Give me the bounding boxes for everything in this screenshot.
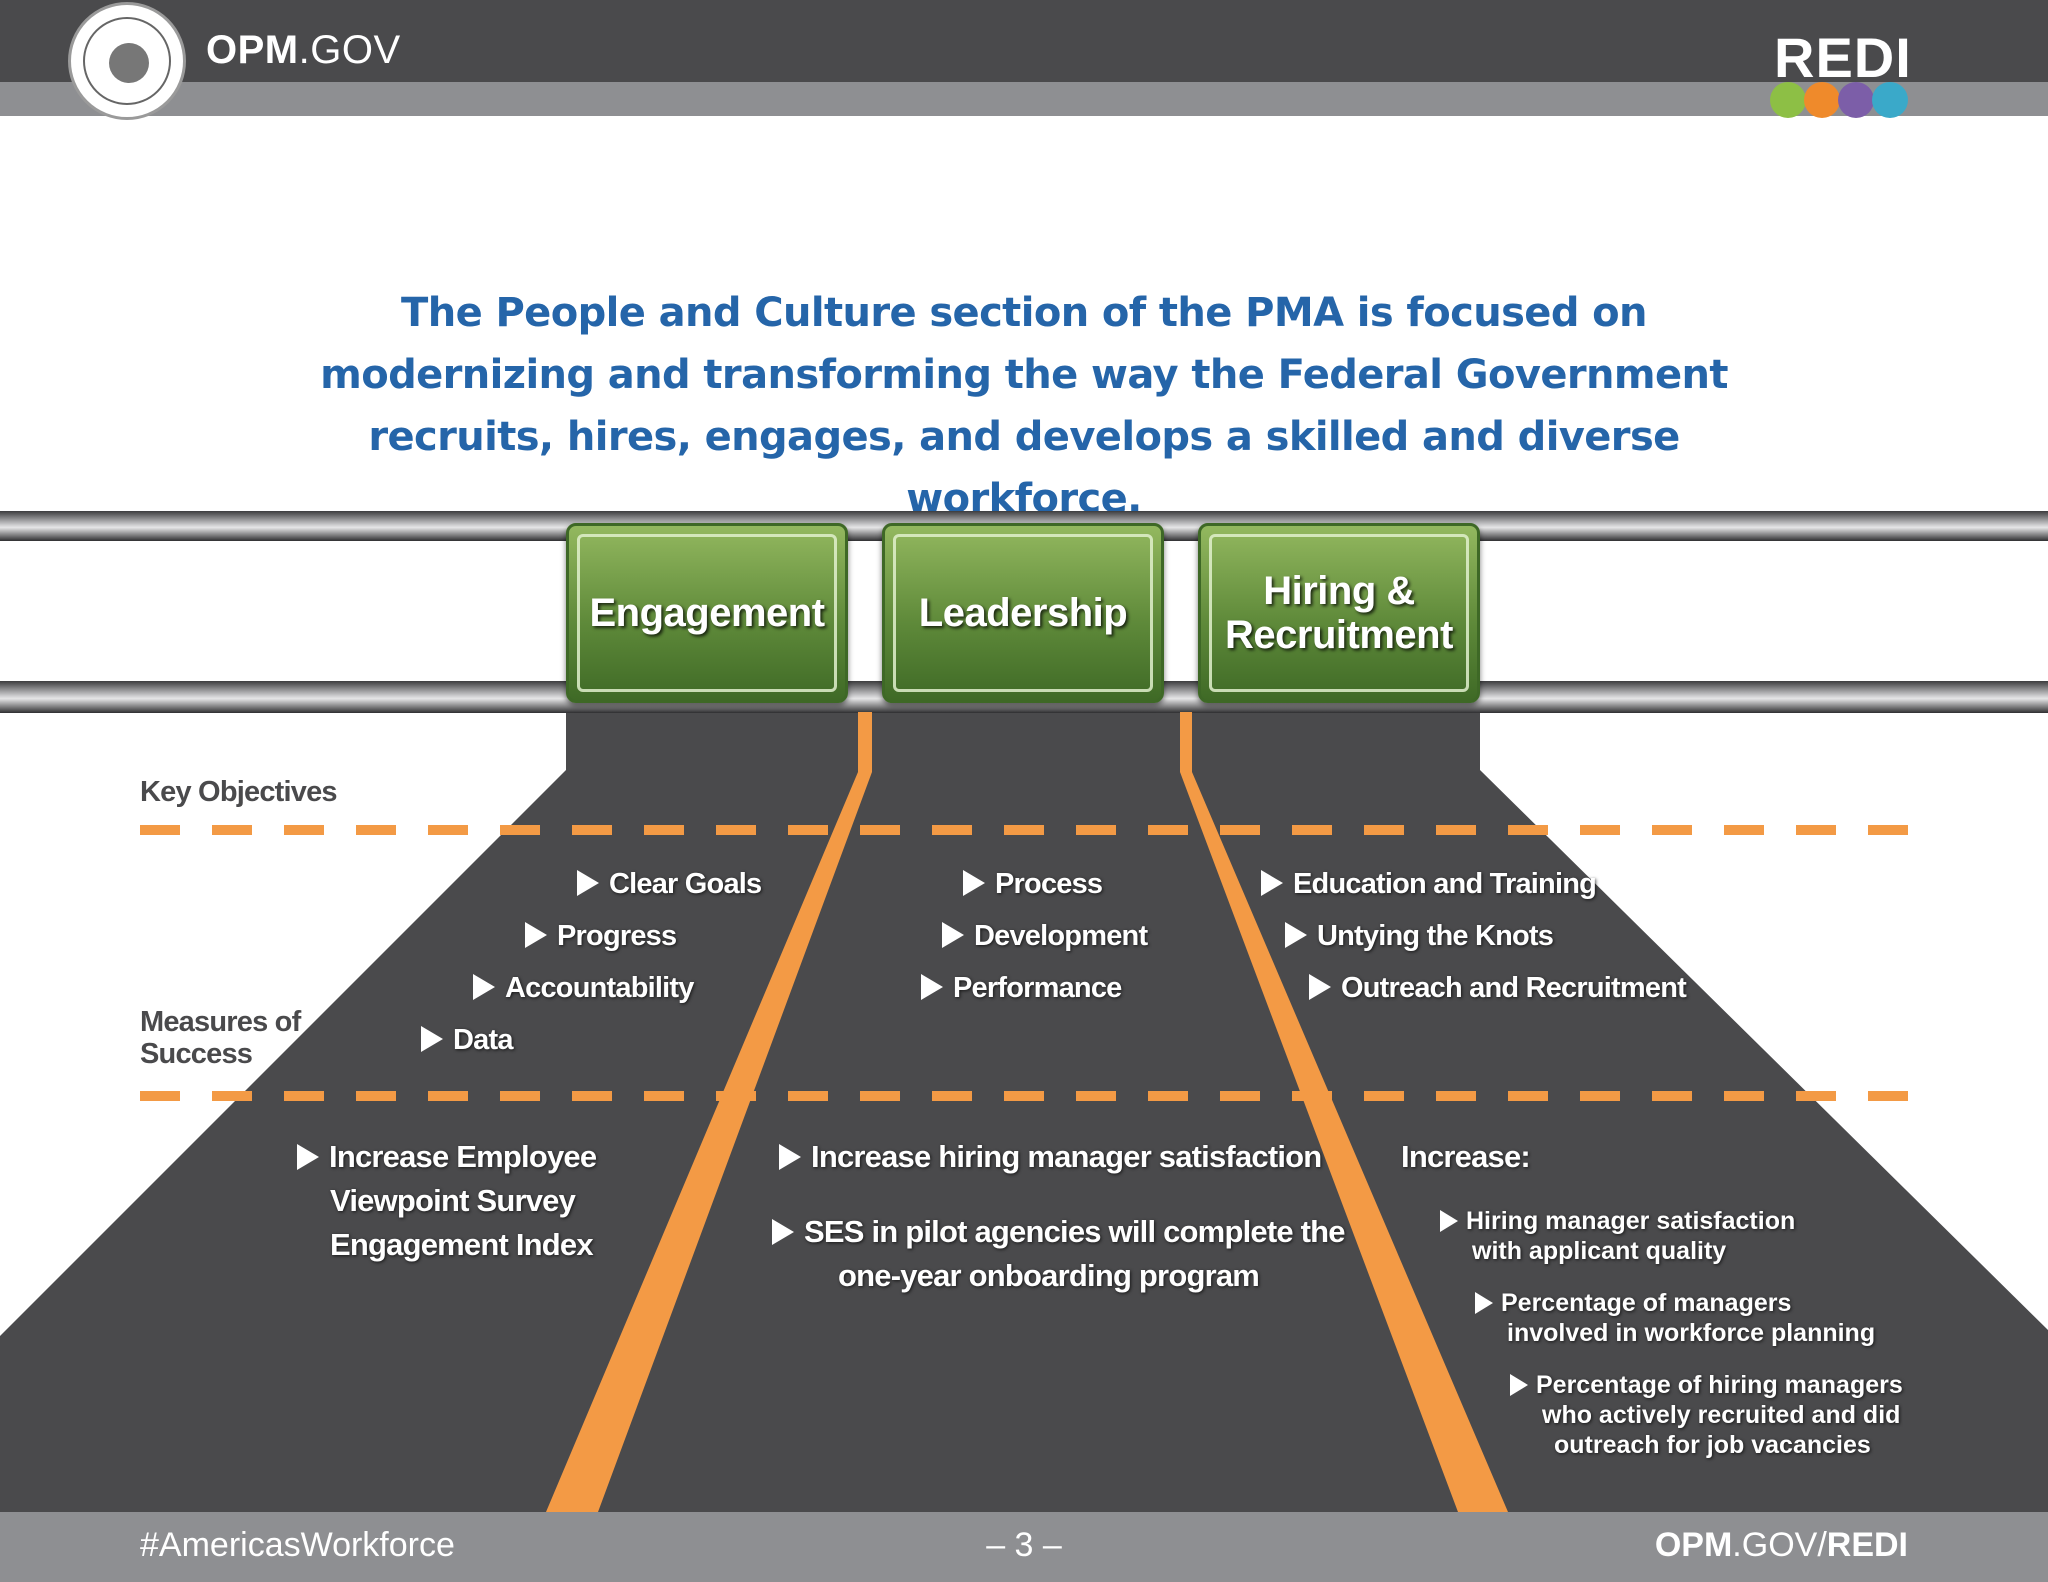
redi-logo-dots <box>1770 82 1910 118</box>
header-band-dark <box>0 0 2048 82</box>
objective-progress: Progress <box>525 916 677 956</box>
redi-logo-text: REDI <box>1774 26 1912 89</box>
objective-process: Process <box>963 864 1103 904</box>
objective-clear-goals: Clear Goals <box>577 864 762 904</box>
pillar-leadership-label: Leadership <box>918 591 1128 635</box>
road-surface <box>0 712 2048 1512</box>
pillar-hiring-recruitment: Hiring & Recruitment <box>1198 523 1480 703</box>
opm-seal-icon <box>68 2 186 120</box>
objective-education-training: Education and Training <box>1261 864 1597 904</box>
pillar-engagement-label: Engagement <box>589 591 825 635</box>
intro-statement: The People and Culture section of the PM… <box>320 290 1728 522</box>
footer-site-link[interactable]: OPM.GOV/REDI <box>1654 1526 1908 1564</box>
triangle-bullet-icon <box>1261 870 1283 896</box>
measure-workforce-planning: Percentage of managers involved in workf… <box>1475 1288 1875 1348</box>
redi-dot-4 <box>1872 82 1908 118</box>
objective-data: Data <box>421 1020 513 1060</box>
page-number: – 3 – <box>986 1526 1062 1564</box>
triangle-bullet-icon <box>963 870 985 896</box>
triangle-bullet-icon <box>1440 1210 1458 1232</box>
measure-ses-onboarding: SES in pilot agencies will complete the … <box>772 1210 1346 1298</box>
objective-development: Development <box>942 916 1148 956</box>
key-objectives-label: Key Objectives <box>140 776 338 808</box>
pillar-leadership: Leadership <box>882 523 1164 703</box>
measures-of-success-label: Measures of Success <box>140 1006 301 1070</box>
redi-dot-1 <box>1770 82 1806 118</box>
triangle-bullet-icon <box>525 922 547 948</box>
triangle-bullet-icon <box>577 870 599 896</box>
objective-outreach-recruitment: Outreach and Recruitment <box>1309 968 1687 1008</box>
redi-dot-3 <box>1838 82 1874 118</box>
triangle-bullet-icon <box>473 974 495 1000</box>
pillar-engagement: Engagement <box>566 523 848 703</box>
objective-accountability: Accountability <box>473 968 694 1008</box>
footer-hashtag[interactable]: #AmericasWorkforce <box>140 1526 455 1564</box>
header-site-name[interactable]: OPM.GOV <box>206 28 401 72</box>
triangle-bullet-icon <box>1285 922 1307 948</box>
measure-applicant-quality: Hiring manager satisfaction with applica… <box>1440 1206 1795 1266</box>
objective-untying-knots: Untying the Knots <box>1285 916 1554 956</box>
measure-engagement-index: Increase Employee Viewpoint Survey Engag… <box>297 1135 597 1267</box>
pillar-hiring-label: Hiring & Recruitment <box>1225 569 1453 657</box>
triangle-bullet-icon <box>297 1144 319 1170</box>
triangle-bullet-icon <box>779 1144 801 1170</box>
triangle-bullet-icon <box>921 974 943 1000</box>
triangle-bullet-icon <box>1510 1374 1528 1396</box>
triangle-bullet-icon <box>772 1219 794 1245</box>
footer-bar: #AmericasWorkforce – 3 – OPM.GOV/REDI <box>0 1512 2048 1582</box>
triangle-bullet-icon <box>421 1026 443 1052</box>
redi-dot-2 <box>1804 82 1840 118</box>
objective-performance: Performance <box>921 968 1122 1008</box>
triangle-bullet-icon <box>1309 974 1331 1000</box>
header-band-light <box>0 82 2048 116</box>
header-bar: OPM.GOV REDI <box>0 0 2048 120</box>
measure-increase-heading: Increase: <box>1401 1139 1531 1174</box>
redi-logo: REDI <box>1770 26 1912 120</box>
measure-hiring-manager-satisfaction: Increase hiring manager satisfaction <box>779 1135 1322 1179</box>
measure-job-vacancy-outreach: Percentage of hiring managers who active… <box>1510 1370 1903 1460</box>
triangle-bullet-icon <box>1475 1292 1493 1314</box>
triangle-bullet-icon <box>942 922 964 948</box>
